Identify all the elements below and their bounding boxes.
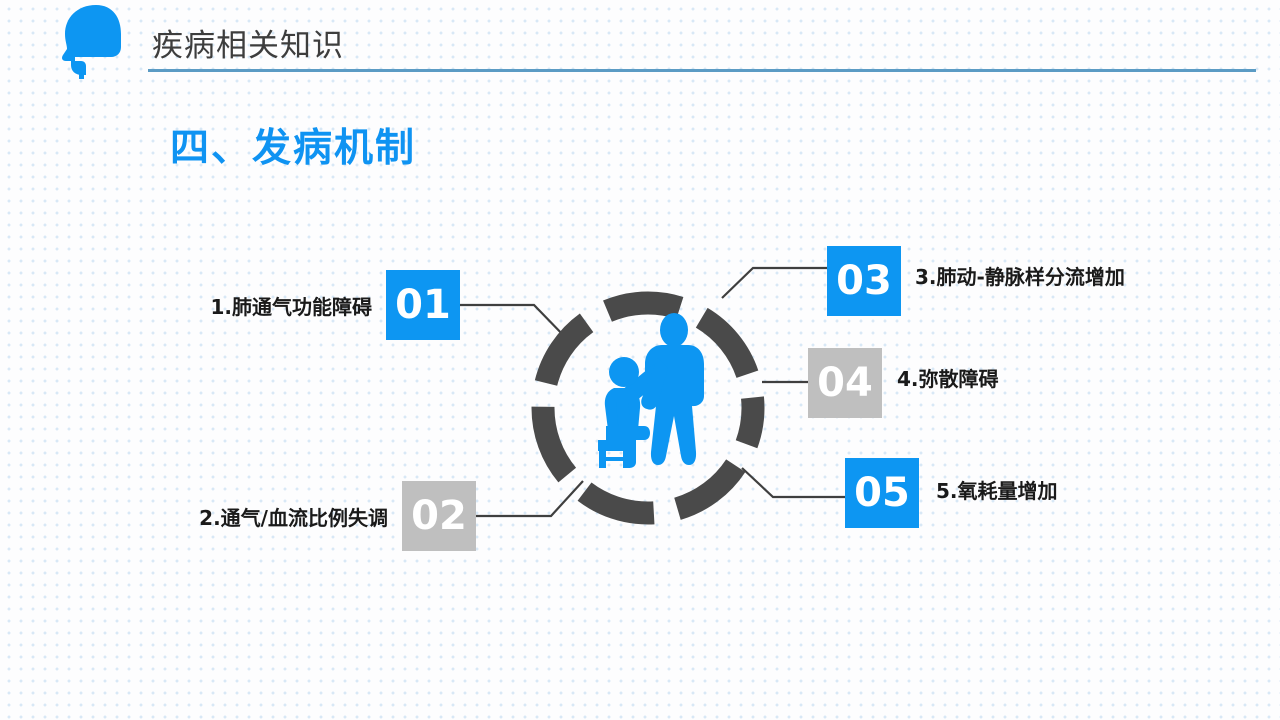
number-box-05[interactable]: 05	[845, 458, 919, 528]
item-label-05: 5.氧耗量增加	[936, 479, 1058, 503]
header-divider	[148, 69, 1256, 72]
head-profile-icon	[55, 3, 133, 81]
connector-01	[460, 303, 569, 341]
number-box-02[interactable]: 02	[402, 481, 476, 551]
connector-03	[721, 266, 827, 299]
number-box-01[interactable]: 01	[386, 270, 460, 340]
number-box-03[interactable]: 03	[827, 246, 901, 316]
doctor-examining-patient-icon	[592, 312, 722, 472]
number-box-04[interactable]: 04	[808, 348, 882, 418]
item-label-01: 1.肺通气功能障碍	[210, 295, 372, 319]
page-title: 疾病相关知识	[152, 28, 344, 64]
connector-05	[741, 467, 845, 499]
dashed-circle-ring	[523, 283, 773, 533]
connector-02	[476, 480, 584, 518]
item-label-02: 2.通气/血流比例失调	[199, 506, 388, 530]
item-label-04: 4.弥散障碍	[897, 367, 999, 391]
section-title: 四、发病机制	[170, 126, 417, 171]
item-label-03: 3.肺动-静脉样分流增加	[915, 265, 1125, 289]
